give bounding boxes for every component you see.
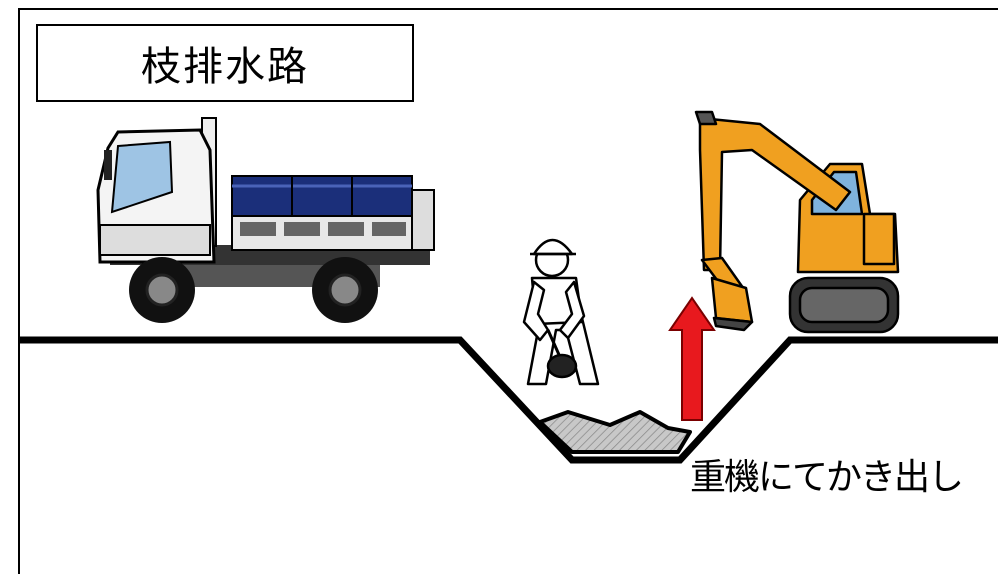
worker-icon <box>522 238 600 386</box>
up-arrow-icon <box>668 296 716 421</box>
dump-truck-icon <box>96 117 435 323</box>
caption-text: 重機にてかき出し <box>690 457 964 498</box>
diagram-frame <box>18 8 998 574</box>
diagram-title: 枝排水路 <box>36 24 414 102</box>
excavator-icon <box>694 110 900 334</box>
sediment <box>538 410 692 454</box>
ground-profile <box>18 336 998 464</box>
